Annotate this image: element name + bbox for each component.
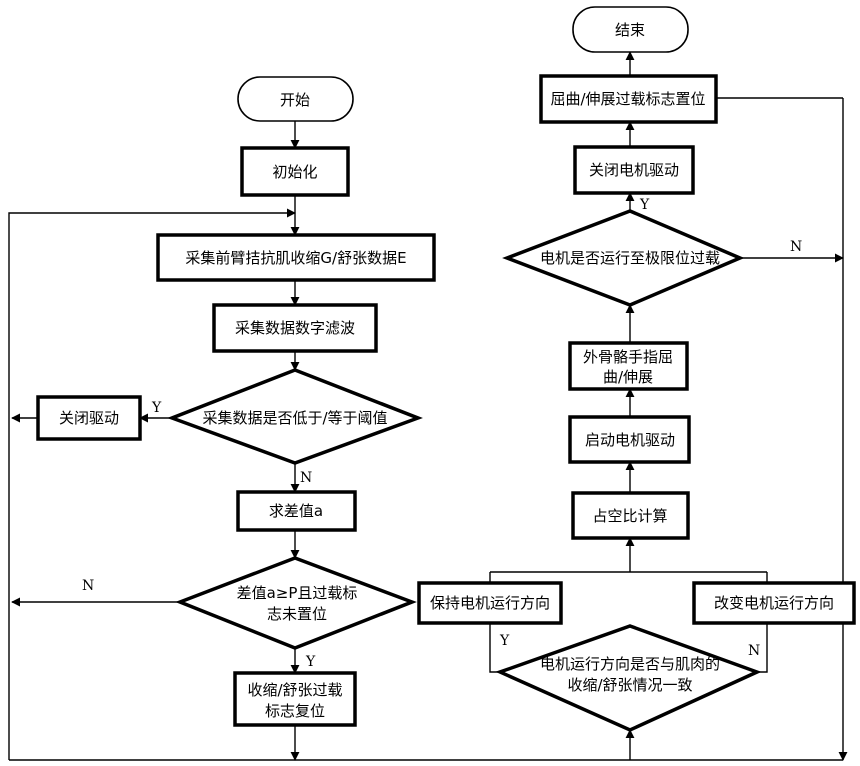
duty-cycle-node: 占空比计算: [571, 491, 690, 540]
limit-label: 电机是否运行至极限位过载: [540, 249, 720, 267]
collect-node: 采集前臂拮抗肌收缩G/舒张数据E: [156, 233, 436, 282]
start-label: 开始: [280, 91, 310, 109]
branch-labels: Y N N Y Y N Y N: [82, 197, 802, 670]
exo-line2: 曲/伸展: [603, 368, 653, 386]
set-flag-node: 屈曲/伸展过载标志置位: [539, 74, 718, 124]
direction-yes-label: Y: [499, 633, 510, 649]
direction-check-line1: 电机运行方向是否与肌肉的: [540, 655, 720, 673]
change-direction-label: 改变电机运行方向: [714, 594, 834, 612]
change-direction-node: 改变电机运行方向: [692, 581, 856, 625]
reset-flag-line2: 标志复位: [265, 702, 325, 720]
set-flag-label: 屈曲/伸展过载标志置位: [550, 90, 705, 108]
reset-flag-node: 收缩/舒张过载 标志复位: [233, 671, 357, 727]
close-drive-node: 关闭驱动: [36, 395, 142, 441]
diff-node: 求差值a: [236, 490, 357, 532]
init-label: 初始化: [272, 163, 317, 181]
limit-decision: 电机是否运行至极限位过载: [502, 209, 745, 307]
diff-decision: 差值a≥P且过载标 志未置位: [175, 556, 417, 650]
threshold-label: 采集数据是否低于/等于阈值: [202, 409, 387, 427]
threshold-decision: 采集数据是否低于/等于阈值: [167, 368, 423, 465]
duty-cycle-label: 占空比计算: [592, 507, 667, 525]
diffcheck-yes-label: Y: [305, 654, 316, 670]
end-node: 结束: [572, 6, 689, 53]
keep-direction-node: 保持电机运行方向: [417, 581, 563, 625]
start-motor-node: 启动电机驱动: [568, 415, 691, 464]
start-node: 开始: [237, 76, 354, 122]
loop-left-return: [8, 208, 296, 760]
limit-yes-label: Y: [639, 197, 650, 213]
connectors: [8, 51, 848, 761]
diffcheck-no-label: N: [82, 578, 94, 594]
reset-flag-line1: 收缩/舒张过载: [247, 681, 342, 699]
direction-check-line2: 收缩/舒张情况一致: [567, 676, 692, 694]
end-label: 结束: [615, 21, 645, 39]
collect-label: 采集前臂拮抗肌收缩G/舒张数据E: [185, 249, 406, 267]
limit-no-label: N: [790, 239, 802, 255]
direction-decision: 电机运行方向是否与肌肉的 收缩/舒张情况一致: [495, 624, 762, 732]
filter-label: 采集数据数字滤波: [235, 319, 355, 337]
direction-no-label: N: [748, 643, 760, 659]
init-node: 初始化: [240, 146, 350, 197]
close-drive-label: 关闭驱动: [59, 409, 119, 427]
diff-check-line1: 差值a≥P且过载标: [237, 584, 358, 602]
exo-node: 外骨骼手指屈 曲/伸展: [568, 341, 689, 391]
close-motor-label: 关闭电机驱动: [589, 161, 679, 179]
threshold-yes-label: Y: [151, 400, 162, 416]
filter-node: 采集数据数字滤波: [212, 303, 378, 353]
keep-direction-label: 保持电机运行方向: [430, 594, 550, 612]
diff-check-line2: 志未置位: [267, 605, 327, 623]
start-motor-label: 启动电机驱动: [585, 431, 675, 449]
threshold-no-label: N: [300, 470, 312, 486]
exo-line1: 外骨骼手指屈: [583, 348, 673, 366]
close-motor-node: 关闭电机驱动: [573, 145, 695, 195]
diff-label: 求差值a: [269, 502, 323, 520]
